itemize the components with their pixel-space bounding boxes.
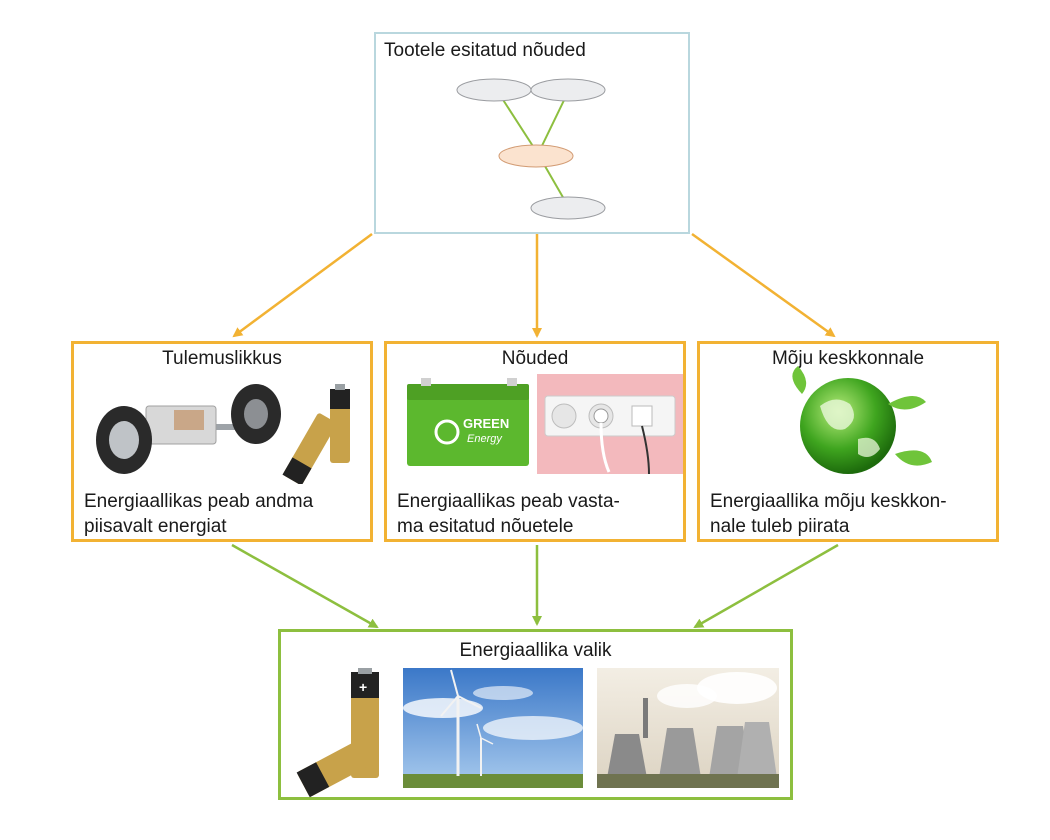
green-globe-image bbox=[792, 366, 932, 474]
green-battery-socket-image: GREEN Energy bbox=[407, 374, 683, 475]
wind-turbines-image bbox=[403, 668, 583, 788]
requirements-line-1: Energiaallikas peab vasta- bbox=[397, 491, 620, 512]
performance-box: Tulemuslikkus Energiaallikas peab andma … bbox=[71, 341, 373, 542]
arrow-top-to-right bbox=[691, 232, 836, 338]
energy-battery-label: Energy bbox=[467, 433, 503, 445]
mini-node-3 bbox=[530, 196, 606, 220]
mini-node-2 bbox=[530, 78, 606, 102]
toy-car-battery-image bbox=[96, 384, 350, 484]
product-requirements-title: Tootele esitatud nõuded bbox=[384, 40, 586, 61]
requirements-title: Nõuded bbox=[501, 348, 569, 369]
performance-line-2: piisavalt energiat bbox=[84, 516, 227, 537]
battery-plus-label: + bbox=[359, 679, 367, 695]
requirements-box: Nõuded GREEN Energy Energiaallikas peab … bbox=[384, 341, 686, 542]
energy-source-choice-title: Energiaallika valik bbox=[459, 640, 612, 661]
performance-description: Energiaallikas peab andma piisavalt ener… bbox=[84, 489, 369, 539]
batteries-image: + bbox=[296, 668, 379, 798]
performance-title: Tulemuslikkus bbox=[162, 348, 282, 369]
environment-impact-line-2: nale tuleb piirata bbox=[710, 516, 850, 537]
requirements-line-2: ma esitatud nõuetele bbox=[397, 516, 574, 537]
environment-impact-title: Mõju keskkonnale bbox=[771, 348, 925, 369]
green-battery-label: GREEN bbox=[463, 416, 509, 431]
requirements-description: Energiaallikas peab vasta- ma esitatud n… bbox=[397, 489, 682, 539]
arrow-top-to-left bbox=[232, 232, 373, 338]
environment-impact-box: Mõju keskkonnale Energiaallika mõju kesk… bbox=[697, 341, 999, 542]
requirements-mini-diagram bbox=[456, 78, 606, 220]
product-requirements-box: Tootele esitatud nõuded bbox=[374, 32, 690, 234]
environment-impact-description: Energiaallika mõju keskkon- nale tuleb p… bbox=[710, 489, 995, 539]
power-plant-image bbox=[597, 668, 779, 788]
arrow-left-to-bottom bbox=[231, 543, 379, 629]
mini-node-1 bbox=[456, 78, 532, 102]
arrow-right-to-bottom bbox=[693, 543, 839, 629]
mini-node-center bbox=[498, 144, 574, 168]
energy-source-choice-box: Energiaallika valik + bbox=[278, 629, 793, 800]
environment-impact-line-1: Energiaallika mõju keskkon- bbox=[710, 491, 947, 512]
performance-line-1: Energiaallikas peab andma bbox=[84, 491, 314, 512]
